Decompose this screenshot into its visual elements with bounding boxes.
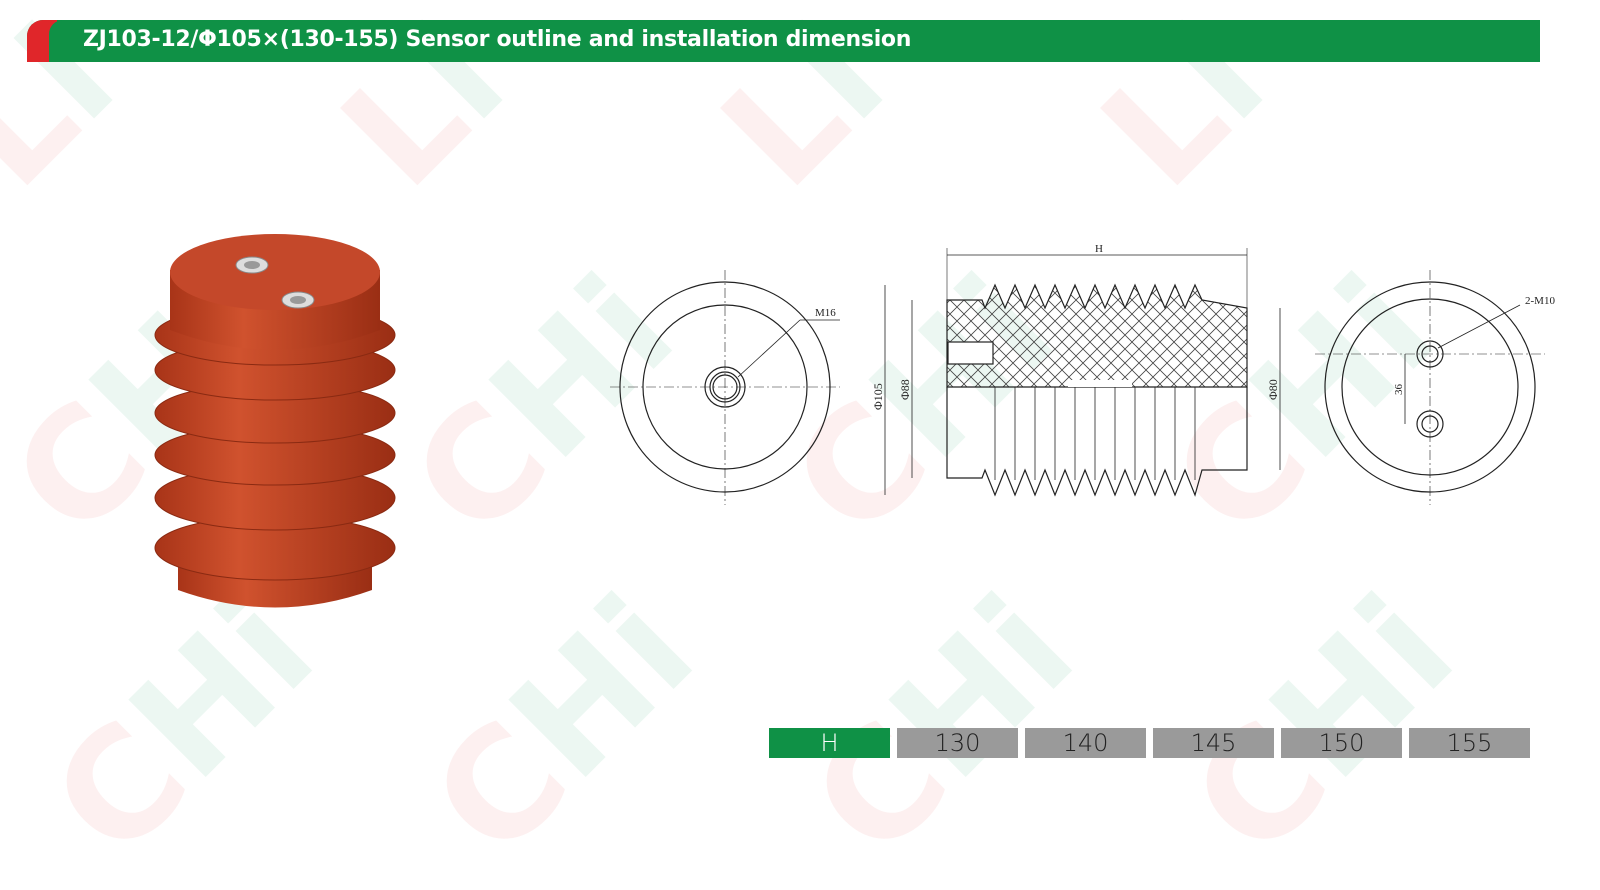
- section-header: ZJ103-12/Φ105×(130-155) Sensor outline a…: [27, 20, 1540, 62]
- table-cell: 150: [1281, 728, 1402, 758]
- product-photo: [140, 230, 410, 635]
- page-title: ZJ103-12/Φ105×(130-155) Sensor outline a…: [83, 27, 912, 52]
- spacing-36-label: 36: [1393, 384, 1405, 396]
- rear-view: 36 2-M10: [1315, 270, 1555, 505]
- m10-label: 2-M10: [1525, 295, 1555, 307]
- table-cell: 140: [1025, 728, 1146, 758]
- watermark: CHi: [780, 563, 1107, 890]
- table-header-h: H: [769, 728, 890, 758]
- dia-105-label: Φ105: [871, 383, 885, 410]
- dia-80-label: Φ80: [1266, 379, 1280, 400]
- table-cell: 155: [1409, 728, 1530, 758]
- watermark: CHi: [400, 563, 727, 890]
- technical-drawing: M16 H Φ105 Φ88 Φ80: [600, 230, 1560, 525]
- watermark: CHi: [1160, 563, 1487, 890]
- table-cell: 145: [1153, 728, 1274, 758]
- m16-label: M16: [815, 307, 836, 319]
- dia-88-label: Φ88: [898, 379, 912, 400]
- height-label: H: [1095, 243, 1103, 255]
- side-view: H Φ105 Φ88 Φ80: [871, 243, 1281, 497]
- table-cell: 130: [897, 728, 1018, 758]
- dimension-table: H 130 140 145 150 155: [769, 728, 1530, 758]
- front-view: M16: [610, 270, 840, 505]
